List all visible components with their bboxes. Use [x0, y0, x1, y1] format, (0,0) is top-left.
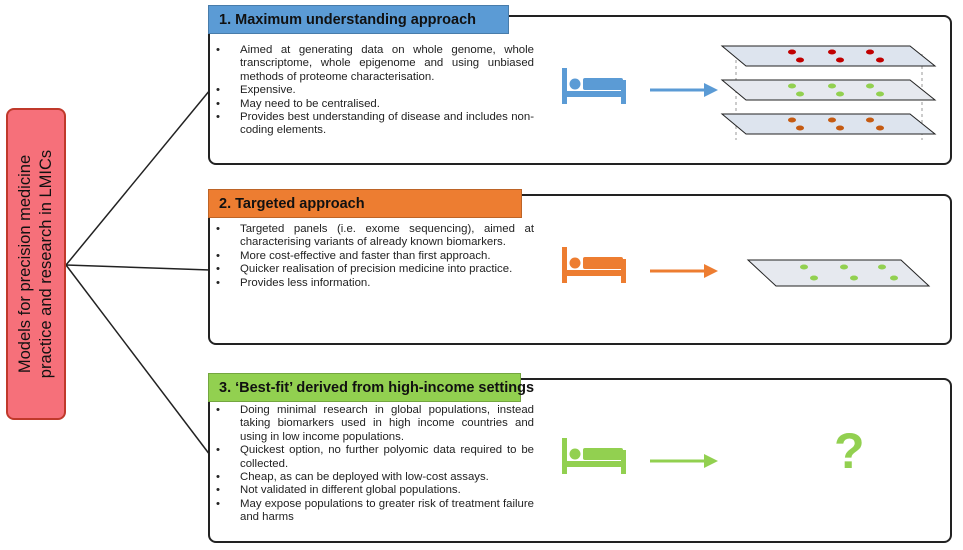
- best-fit-panel: 3. ‘Best-fit’ derived from high-income s…: [208, 373, 952, 543]
- bullet-item: Provides less information.: [216, 277, 534, 291]
- single-layer-icon: [746, 259, 931, 287]
- bullet-item: Doing minimal research in global populat…: [216, 404, 534, 444]
- bullet-list: Aimed at generating data on whole genome…: [216, 44, 534, 138]
- arrow-right-icon: [650, 264, 718, 278]
- models-label: Models for precision medicine practice a…: [6, 108, 66, 420]
- panel-title: 3. ‘Best-fit’ derived from high-income s…: [208, 373, 534, 402]
- bullet-item: May expose populations to greater risk o…: [216, 498, 534, 525]
- targeted-panel: 2. Targeted approach Targeted panels (i.…: [208, 189, 952, 345]
- bullet-item: More cost-effective and faster than firs…: [216, 250, 534, 264]
- arrow-right-icon: [650, 454, 718, 468]
- bullet-item: Quicker realisation of precision medicin…: [216, 263, 534, 277]
- bullet-item: May need to be centralised.: [216, 98, 534, 112]
- bullet-item: Quickest option, no further polyomic dat…: [216, 444, 534, 471]
- bed-icon: [562, 68, 626, 104]
- bed-icon: [562, 247, 626, 283]
- arrow-right-icon: [650, 83, 718, 97]
- bullet-item: Cheap, as can be deployed with low-cost …: [216, 471, 534, 485]
- bullet-item: Not validated in different global popula…: [216, 484, 534, 498]
- bullet-item: Provides best understanding of disease a…: [216, 111, 534, 138]
- bullet-item: Aimed at generating data on whole genome…: [216, 44, 534, 84]
- models-label-line1: Models for precision medicine: [16, 154, 34, 374]
- models-label-line2: practice and research in LMICs: [37, 149, 55, 379]
- bullet-item: Expensive.: [216, 84, 534, 98]
- bullet-list: Targeted panels (i.e. exome sequencing),…: [216, 223, 534, 290]
- bullet-list: Doing minimal research in global populat…: [216, 404, 534, 525]
- question-mark-icon: ?: [834, 423, 865, 479]
- panel-title: 2. Targeted approach: [208, 189, 522, 218]
- bullet-item: Targeted panels (i.e. exome sequencing),…: [216, 223, 534, 250]
- panel-title: 1. Maximum understanding approach: [208, 5, 509, 34]
- maximum-understanding-panel: 1. Maximum understanding approach Aimed …: [208, 5, 952, 165]
- bed-icon: [562, 438, 626, 474]
- stacked-omics-layers-icon: [720, 45, 937, 140]
